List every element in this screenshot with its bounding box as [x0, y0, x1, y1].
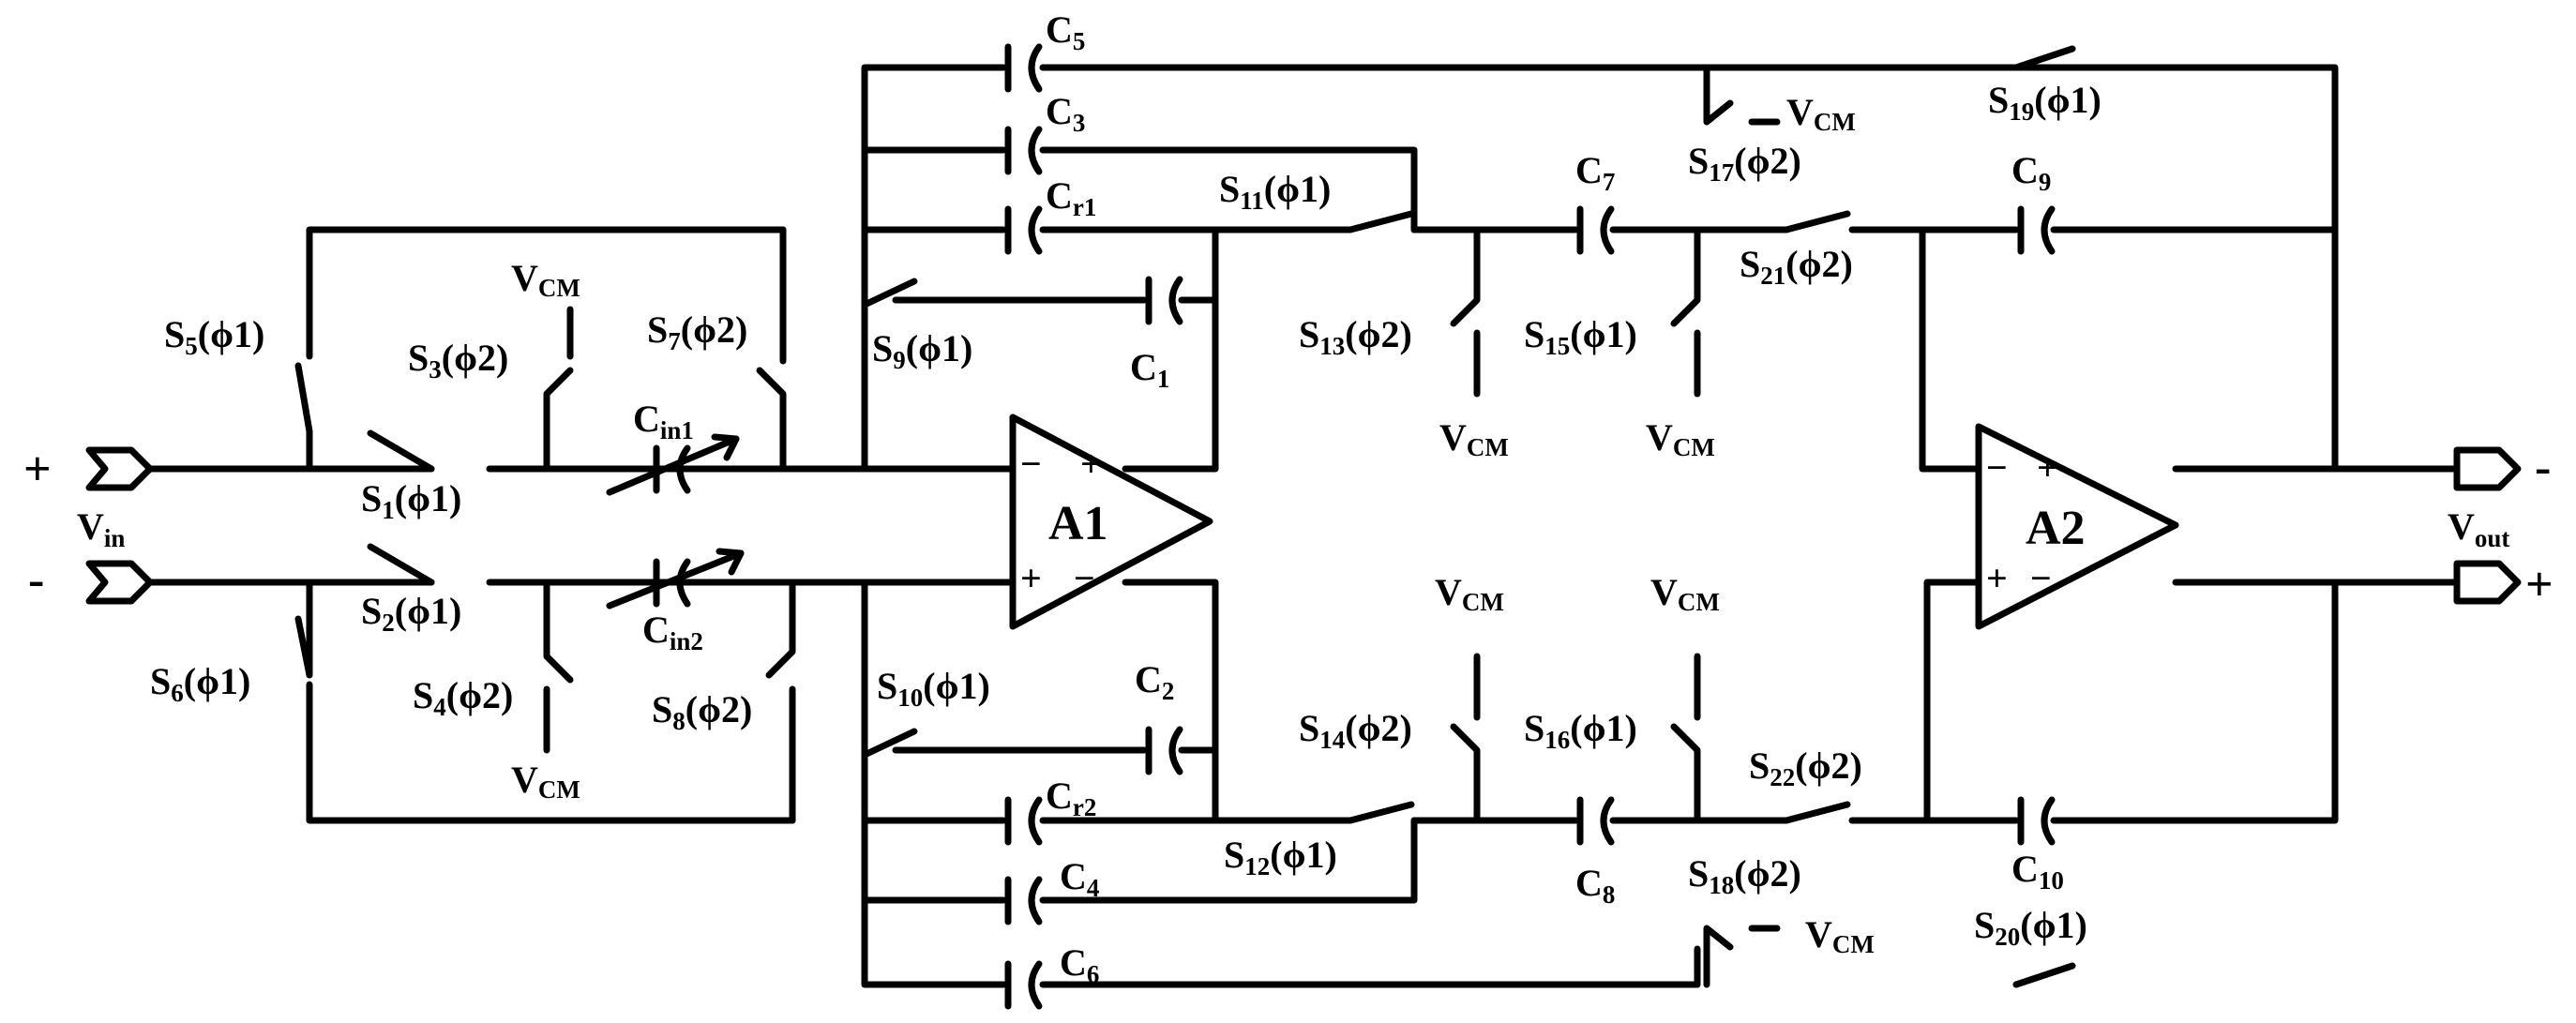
capacitor-cin2 [606, 548, 745, 609]
s8-label: S8(ϕ2) [652, 688, 752, 735]
c5-label: C5 [1046, 8, 1085, 55]
capacitor-c10 [2017, 796, 2056, 846]
capacitor-cr1 [1004, 205, 1043, 255]
s16-label: S16(ϕ1) [1524, 707, 1637, 754]
vcm-label-s18: VCM [1805, 913, 1875, 958]
vin-label: Vin [77, 505, 125, 552]
s5-label: S5(ϕ1) [164, 313, 264, 360]
c6-label: C6 [1060, 941, 1099, 988]
svg-text:−: − [1020, 443, 1042, 485]
vcm-label-s13: VCM [1439, 416, 1509, 461]
svg-text:+: + [1020, 557, 1042, 599]
s20-label: S20(ϕ1) [1974, 904, 2087, 951]
s22-label: S22(ϕ2) [1749, 745, 1862, 791]
input-port-plus [85, 446, 154, 491]
vin-minus-sign: - [28, 553, 44, 607]
c3-label: C3 [1046, 90, 1085, 137]
output-port-plus [2453, 560, 2522, 605]
vin-plus-sign: + [23, 443, 52, 496]
s1-label: S1(ϕ1) [361, 477, 461, 524]
vout-minus-sign: - [2535, 441, 2551, 494]
capacitor-c5 [1004, 43, 1043, 93]
svg-text:A1: A1 [1048, 497, 1108, 550]
s9-label: S9(ϕ1) [872, 327, 972, 374]
c9-label: C9 [2011, 149, 2051, 196]
c4-label: C4 [1060, 855, 1099, 902]
s12-label: S12(ϕ1) [1224, 834, 1337, 880]
capacitor-c8 [1576, 796, 1615, 846]
svg-text:−: − [1074, 557, 1095, 599]
s13-label: S13(ϕ2) [1299, 313, 1412, 360]
svg-text:A2: A2 [2026, 502, 2086, 555]
cin2-label: Cin2 [642, 609, 703, 655]
svg-text:−: − [1986, 446, 2008, 489]
s6-label: S6(ϕ1) [150, 660, 250, 707]
vcm-label-s17: VCM [1786, 91, 1856, 136]
capacitors [606, 43, 2056, 1010]
svg-text:+: + [1986, 557, 2008, 599]
capacitor-cr2 [1004, 796, 1043, 846]
vcm-label-s15: VCM [1646, 416, 1715, 461]
vcm-label-s14: VCM [1435, 571, 1504, 616]
vout-label: Vout [2448, 505, 2509, 552]
capacitor-c1 [1145, 276, 1183, 325]
s2-label: S2(ϕ1) [361, 590, 461, 637]
s7-label: S7(ϕ2) [647, 308, 747, 355]
cr2-label: Cr2 [1046, 775, 1096, 821]
c2-label: C2 [1135, 658, 1174, 705]
svg-text:+: + [1080, 443, 1102, 485]
s14-label: S14(ϕ2) [1299, 707, 1412, 754]
capacitor-cin1 [606, 433, 740, 496]
capacitor-c3 [1004, 126, 1043, 175]
c10-label: C10 [2011, 848, 2064, 895]
cin1-label: Cin1 [633, 398, 694, 444]
s15-label: S15(ϕ1) [1524, 313, 1637, 360]
capacitor-c2 [1145, 726, 1183, 775]
vcm-label-s4: VCM [511, 759, 580, 804]
s4-label: S4(ϕ2) [413, 674, 513, 721]
output-port-minus [2453, 446, 2522, 491]
input-port-minus [85, 560, 154, 605]
capacitor-c6 [1004, 960, 1043, 1010]
s21-label: S21(ϕ2) [1740, 243, 1853, 290]
vout-plus-sign: + [2525, 558, 2553, 611]
s19-label: S19(ϕ1) [1988, 79, 2101, 126]
s11-label: S11(ϕ1) [1219, 168, 1331, 215]
s10-label: S10(ϕ1) [877, 665, 990, 712]
s18-label: S18(ϕ2) [1688, 852, 1801, 899]
s3-label: S3(ϕ2) [408, 337, 508, 384]
opamp-a2: A2 − + + − [1975, 423, 2179, 630]
c7-label: C7 [1575, 149, 1615, 196]
svg-text:+: + [2037, 446, 2058, 489]
opamp-a1: A1 − + + − [1009, 414, 1213, 630]
svg-text:−: − [2030, 557, 2052, 599]
c8-label: C8 [1575, 862, 1615, 909]
capacitor-c9 [2017, 205, 2056, 255]
capacitor-c7 [1576, 205, 1615, 255]
wires [146, 45, 2461, 988]
cr1-label: Cr1 [1046, 174, 1096, 221]
s17-label: S17(ϕ2) [1688, 140, 1801, 187]
vcm-label-s16: VCM [1650, 571, 1720, 616]
labels: + - Vin - + Vout C5 C3 Cr1 C1 C7 C9 C2 C… [23, 8, 2553, 988]
vcm-label-s3: VCM [511, 257, 580, 302]
capacitor-c4 [1004, 876, 1043, 925]
c1-label: C1 [1130, 346, 1169, 393]
